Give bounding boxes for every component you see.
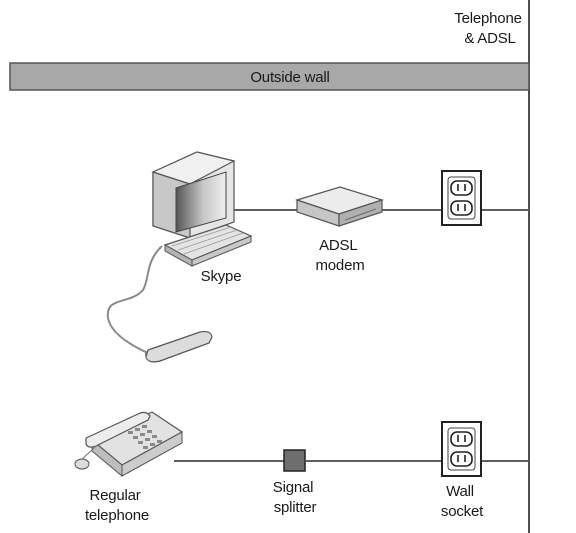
outside-wall bbox=[9, 62, 530, 91]
upper-wall-socket-icon bbox=[441, 170, 482, 226]
signal-splitter-label: Signal splitter bbox=[273, 479, 317, 516]
computer-icon bbox=[151, 151, 253, 267]
outside-wall-label: Outside wall bbox=[250, 69, 329, 86]
signal-splitter-icon bbox=[283, 449, 306, 472]
adsl-modem-icon bbox=[295, 186, 384, 227]
wall-socket-label: Wall socket bbox=[441, 483, 484, 520]
lower-wall-socket-icon bbox=[441, 421, 482, 477]
telephone-label: Regular telephone bbox=[85, 487, 149, 524]
telephone-icon bbox=[74, 411, 184, 478]
computer-label: Skype bbox=[201, 268, 242, 285]
telephone-line-label: Telephone & ADSL bbox=[454, 10, 525, 47]
handset-cord bbox=[106, 245, 163, 355]
adsl-modem-label: ADSL modem bbox=[315, 237, 364, 274]
handset-icon bbox=[145, 330, 213, 363]
